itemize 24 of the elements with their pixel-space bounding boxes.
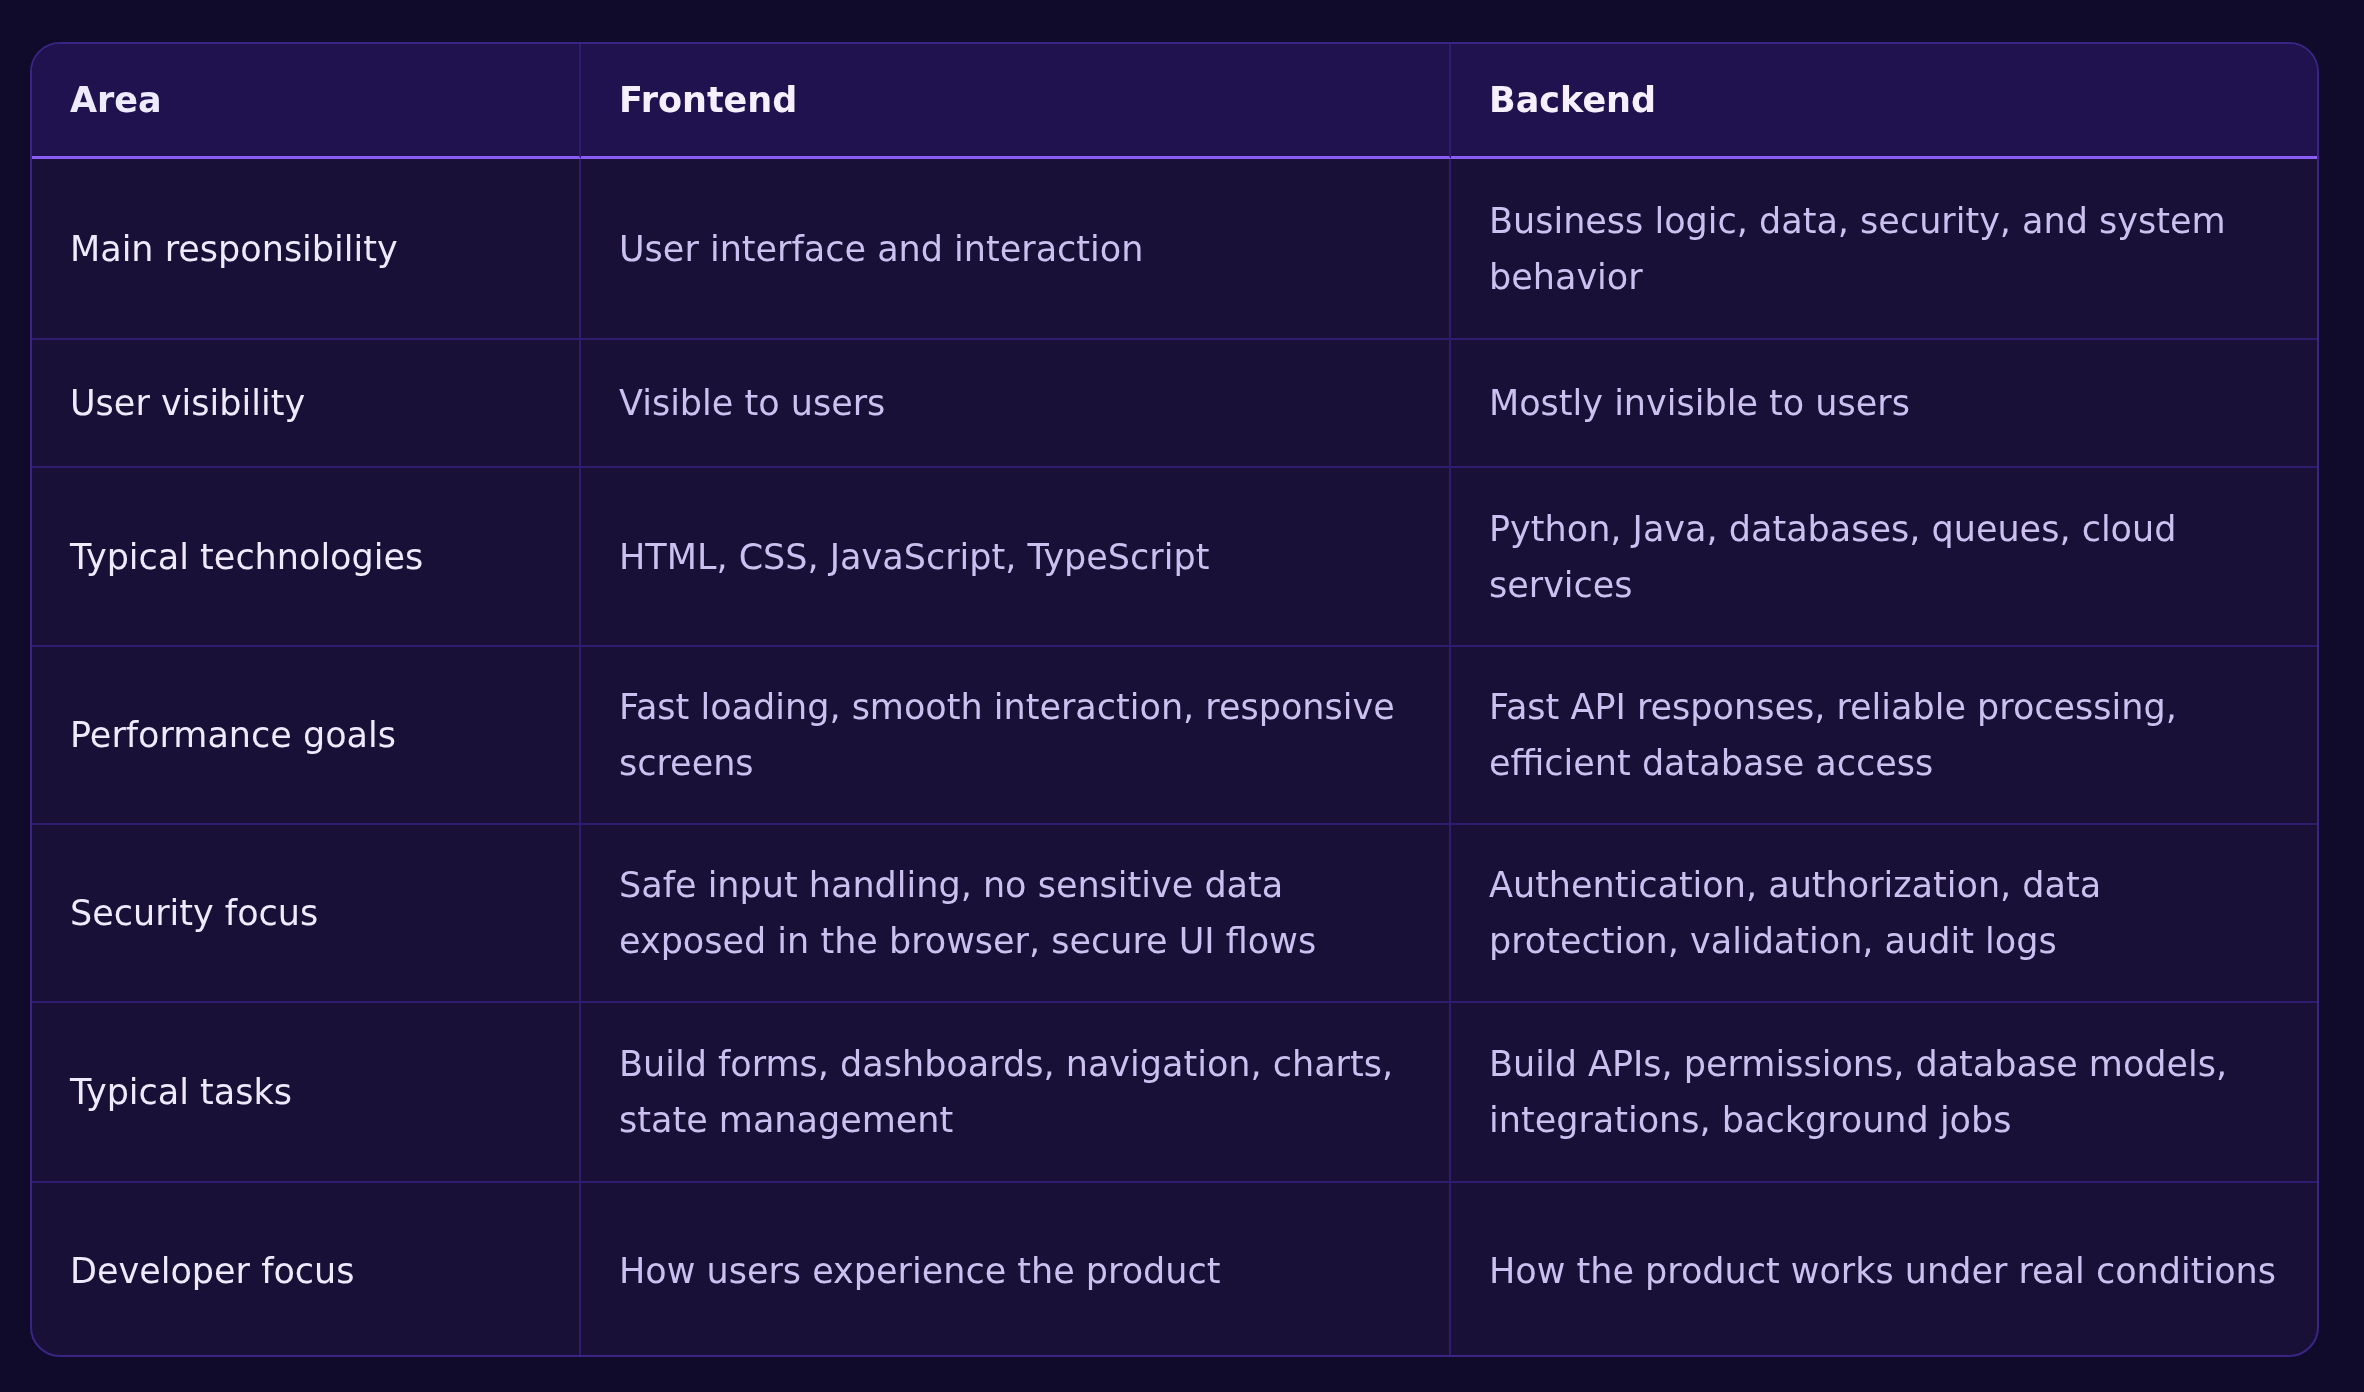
table-cell: Authentication, authorization, data protection, validation, audit logs: [1451, 825, 2317, 1003]
column-header: Backend: [1451, 44, 2317, 159]
row-header: Main responsibility: [32, 159, 581, 340]
column-header: Area: [32, 44, 581, 159]
table-cell: Fast API responses, reliable processing, efficient database access: [1451, 647, 2317, 825]
column-header: Frontend: [581, 44, 1451, 159]
table-cell: Mostly invisible to users: [1451, 340, 2317, 468]
table-cell: User interface and interaction: [581, 159, 1451, 340]
table-cell: Build forms, dashboards, navigation, charts, state management: [581, 1003, 1451, 1183]
row-header: Developer focus: [32, 1183, 581, 1355]
table-cell: HTML, CSS, JavaScript, TypeScript: [581, 468, 1451, 647]
table-cell: Fast loading, smooth interaction, responsive screens: [581, 647, 1451, 825]
table-cell: Build APIs, permissions, database models, integrations, background jobs: [1451, 1003, 2317, 1183]
row-header: Typical technologies: [32, 468, 581, 647]
row-header: Security focus: [32, 825, 581, 1003]
row-header: User visibility: [32, 340, 581, 468]
table-cell: Business logic, data, security, and system behavior: [1451, 159, 2317, 340]
row-header: Typical tasks: [32, 1003, 581, 1183]
table-cell-text: How the product works under real conditions: [1488, 1250, 2277, 1293]
table-cell: Visible to users: [581, 340, 1451, 468]
table-cell: How users experience the product: [581, 1183, 1451, 1355]
table-cell: Safe input handling, no sensitive data exposed in the browser, secure UI flows: [581, 825, 1451, 1003]
row-header: Performance goals: [32, 647, 581, 825]
table-cell: Python, Java, databases, queues, cloud services: [1451, 468, 2317, 647]
